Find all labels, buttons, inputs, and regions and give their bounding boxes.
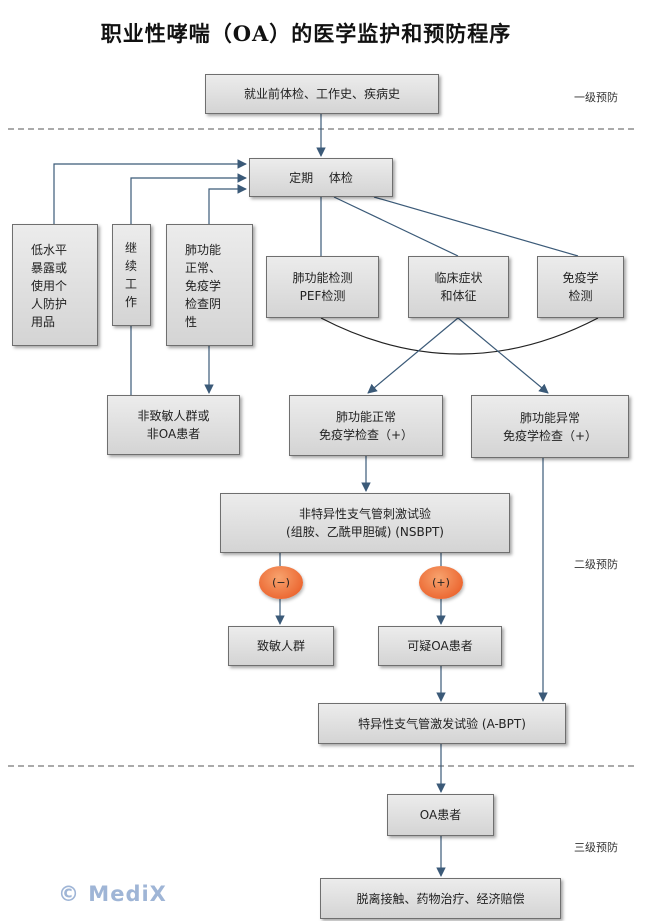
page-title: 职业性哮喘（OA）的医学监护和预防程序	[100, 21, 512, 46]
box-abpt: 特异性支气管激发试验 (A-BPT)	[318, 703, 566, 744]
label-secondary-prevention: 二级预防	[574, 558, 618, 571]
arrow-to-lung-abnormal	[457, 317, 549, 394]
box-lung-normal-immune-negative-label: 肺功能 正常、 免疫学 检查阴 性	[185, 243, 222, 329]
box-treatment-label: 脱离接触、药物治疗、经济赔偿	[356, 891, 525, 906]
loop-continue-work	[130, 173, 247, 224]
line-periodic-to-immune	[373, 196, 579, 257]
loop-low-exposure	[53, 159, 247, 224]
watermark-logo: © MediX	[58, 882, 167, 906]
arrow-to-lung-normal	[367, 317, 459, 394]
box-lung-normal-immune-negative: 肺功能 正常、 免疫学 检查阴 性	[166, 224, 253, 346]
box-continue-work-label: 继 续 工 作	[125, 241, 138, 309]
box-low-exposure-label: 低水平 暴露或 使用个 人防护 用品	[31, 243, 68, 329]
oval-negative-label: (−)	[272, 576, 290, 589]
box-lung-normal-immune-positive-label: 肺功能正常 免疫学检查（+）	[318, 409, 414, 442]
curve-exams	[320, 317, 599, 355]
box-low-exposure: 低水平 暴露或 使用个 人防护 用品	[12, 224, 98, 346]
box-nsbpt-label: 非特异性支气管刺激试验 (组胺、乙酰甲胆碱) (NSBPT)	[286, 507, 444, 539]
box-clinical-symptoms-label: 临床症状 和体征	[434, 271, 483, 303]
box-lung-normal-immune-positive: 肺功能正常 免疫学检查（+）	[289, 395, 443, 456]
box-suspected-oa: 可疑OA患者	[378, 626, 502, 666]
box-oa-patient-label: OA患者	[419, 808, 462, 822]
box-immunology-test-label: 免疫学 检测	[562, 271, 599, 303]
box-lung-abnormal-immune-positive-label: 肺功能异常 免疫学检查（+）	[502, 410, 598, 443]
box-immunology-test: 免疫学 检测	[537, 256, 624, 318]
box-continue-work: 继 续 工 作	[112, 224, 151, 326]
loop-lung-normal	[208, 184, 247, 224]
oval-positive: (+)	[419, 566, 463, 599]
box-clinical-symptoms: 临床症状 和体征	[408, 256, 509, 318]
box-treatment: 脱离接触、药物治疗、经济赔偿	[320, 878, 561, 919]
box-periodic-exam-label: 定期 体检	[289, 170, 353, 185]
box-oa-patient: OA患者	[387, 794, 494, 836]
line-periodic-to-clinical	[333, 196, 459, 257]
box-sensitized: 致敏人群	[228, 626, 334, 666]
oval-positive-label: (+)	[432, 576, 450, 589]
box-periodic-exam: 定期 体检	[249, 158, 393, 197]
box-nsbpt: 非特异性支气管刺激试验 (组胺、乙酰甲胆碱) (NSBPT)	[220, 493, 510, 553]
box-pef-test: 肺功能检测 PEF检测	[266, 256, 379, 318]
box-non-sensitized: 非致敏人群或 非OA患者	[107, 395, 240, 455]
box-pre-employment: 就业前体检、工作史、疾病史	[205, 74, 439, 114]
box-lung-abnormal-immune-positive: 肺功能异常 免疫学检查（+）	[471, 395, 629, 458]
box-pef-test-label: 肺功能检测 PEF检测	[292, 271, 353, 303]
box-suspected-oa-label: 可疑OA患者	[407, 639, 473, 653]
box-abpt-label: 特异性支气管激发试验 (A-BPT)	[358, 716, 526, 731]
box-sensitized-label: 致敏人群	[256, 639, 305, 653]
box-non-sensitized-label: 非致敏人群或 非OA患者	[137, 409, 210, 441]
oval-negative: (−)	[259, 566, 303, 599]
label-tertiary-prevention: 三级预防	[574, 841, 618, 854]
box-pre-employment-label: 就业前体检、工作史、疾病史	[243, 87, 400, 101]
label-primary-prevention: 一级预防	[574, 91, 618, 104]
